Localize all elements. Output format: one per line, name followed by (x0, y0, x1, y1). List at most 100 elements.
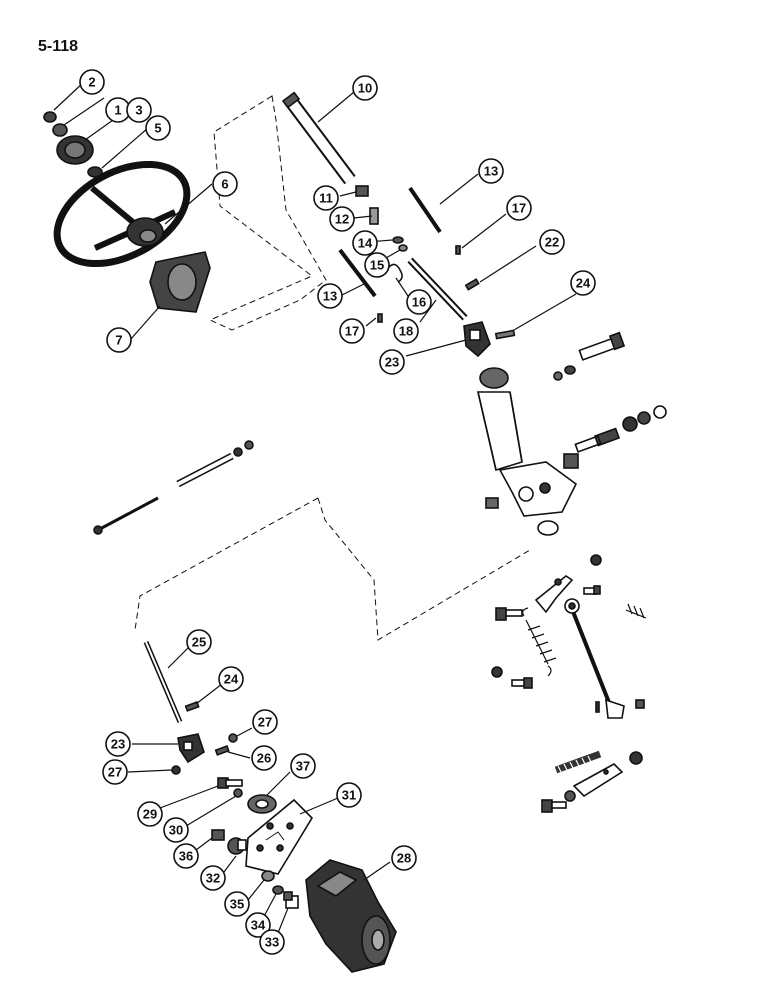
callout-label: 23 (385, 355, 399, 370)
callout-label: 23 (111, 737, 125, 752)
spring-clip (387, 263, 403, 283)
callout-label: 10 (358, 81, 372, 96)
bolt-29 (217, 777, 243, 789)
callout-29: 29 (137, 801, 163, 827)
callout-17: 17 (506, 195, 532, 221)
return-spring-left (522, 607, 557, 677)
column-bolt (578, 331, 626, 361)
callout-5: 5 (145, 115, 171, 141)
pin-24-lower (184, 701, 200, 712)
steering-column-tube (476, 367, 523, 472)
callout-13: 13 (317, 283, 343, 309)
callout-label: 6 (221, 177, 228, 192)
tilt-stud (574, 427, 621, 453)
steering-wheel (53, 160, 191, 268)
linkage-rod (564, 598, 625, 719)
universal-joint-lower (177, 733, 205, 764)
roll-pin-a (455, 245, 461, 255)
mounting-plate (245, 798, 314, 875)
horn-knob (56, 135, 94, 165)
universal-joint-upper (463, 321, 491, 358)
callout-label: 35 (230, 897, 244, 912)
callout-6: 6 (212, 171, 238, 197)
callout-label: 29 (143, 807, 157, 822)
phantom-outline-lower (134, 497, 531, 641)
callout-10: 10 (352, 75, 378, 101)
callout-13: 13 (478, 158, 504, 184)
cap-nut (43, 111, 57, 123)
callout-35: 35 (224, 891, 250, 917)
steering-pump (305, 859, 397, 973)
callout-label: 33 (265, 935, 279, 950)
callout-33: 33 (259, 929, 285, 955)
anchor-nut (629, 751, 643, 765)
callout-label: 22 (545, 235, 559, 250)
pedal-bracket (534, 575, 574, 614)
callout-label: 27 (108, 765, 122, 780)
upper-steering-shaft (281, 91, 356, 185)
spring-rod-right (408, 186, 442, 234)
callout-label: 27 (258, 715, 272, 730)
column-nut (564, 365, 576, 375)
callout-27: 27 (252, 709, 278, 735)
washer-27-right (228, 733, 238, 743)
linkage-bolt-left (495, 607, 523, 621)
callout-2: 2 (79, 69, 105, 95)
column-washer (553, 371, 563, 381)
callout-label: 2 (88, 75, 95, 90)
stud-nut-a (622, 416, 638, 432)
callout-12: 12 (329, 206, 355, 232)
callout-label: 24 (224, 672, 239, 687)
callout-11: 11 (313, 185, 339, 211)
page-number: 5-118 (38, 38, 79, 55)
fitting-36 (211, 829, 225, 841)
pin-22 (464, 278, 480, 291)
callout-label: 5 (154, 121, 161, 136)
linkage-nut-top (590, 554, 602, 566)
bracket-bushing-bottom (537, 520, 559, 536)
callout-32: 32 (200, 865, 226, 891)
fitting-32 (227, 837, 247, 855)
callout-label: 17 (512, 201, 526, 216)
callout-23: 23 (379, 349, 405, 375)
cotter-pin (595, 701, 600, 713)
linkage-bolt-mid (511, 677, 533, 689)
callout-label: 14 (358, 236, 373, 251)
callout-label: 25 (192, 635, 206, 650)
washer-27-left (171, 765, 181, 775)
column-bracket (498, 461, 578, 517)
spacer-washer (244, 440, 254, 450)
callout-label: 18 (399, 324, 413, 339)
callout-label: 36 (179, 849, 193, 864)
callout-36: 36 (173, 843, 199, 869)
callout-34: 34 (245, 912, 271, 938)
spring-anchor-rod (572, 763, 624, 798)
washer-34 (272, 885, 284, 895)
callout-label: 3 (135, 103, 142, 118)
long-bolt (97, 496, 159, 532)
retaining-clip (398, 244, 408, 252)
steering-column-shroud (149, 251, 211, 313)
callout-18: 18 (393, 318, 419, 344)
callout-label: 31 (342, 788, 356, 803)
phantom-outline-upper (208, 95, 327, 331)
pin-26 (214, 745, 230, 756)
washer-30 (233, 788, 243, 798)
tension-spring (554, 750, 602, 775)
callout-label: 17 (345, 324, 359, 339)
callout-24: 24 (218, 666, 244, 692)
callout-24: 24 (570, 270, 596, 296)
callout-16: 16 (406, 289, 432, 315)
spacer-nut (233, 447, 243, 457)
callout-label: 7 (115, 333, 122, 348)
roll-pin-b (377, 313, 383, 323)
callout-25: 25 (186, 629, 212, 655)
bushing (355, 185, 369, 197)
linkage-pin-right (635, 699, 645, 709)
callout-label: 32 (206, 871, 220, 886)
callout-37: 37 (290, 753, 316, 779)
retaining-washer (392, 236, 404, 244)
return-spring-right (625, 603, 647, 619)
callout-17: 17 (339, 318, 365, 344)
